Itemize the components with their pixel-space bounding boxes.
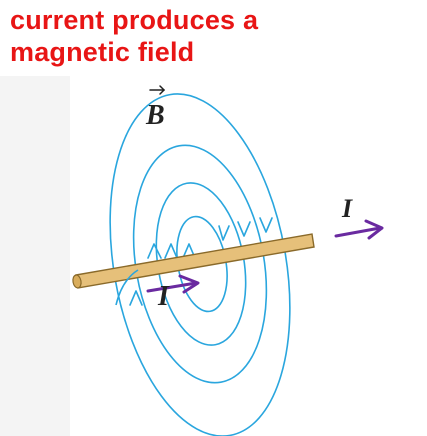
current-arrow-on-wire [146, 274, 200, 294]
field-label-B: B [145, 100, 165, 131]
field-arrowhead [182, 243, 196, 259]
right-arrow-icon [334, 219, 384, 240]
field-arrowhead [129, 290, 143, 306]
field-line-front-segment [115, 269, 139, 306]
diagram-title: current produces a magnetic field [10, 4, 258, 68]
field-arrowhead [218, 225, 230, 241]
current-label-right: I [341, 194, 353, 223]
field-arrowheads [129, 217, 273, 306]
vector-arrow-icon [149, 85, 166, 95]
field-arrowhead [259, 217, 273, 233]
current-label-right-group: I [334, 194, 384, 240]
field-label-group: B [145, 85, 166, 131]
current-wire [72, 233, 315, 289]
current-label-inline: I [157, 281, 170, 312]
field-arrowhead [237, 221, 251, 237]
title-line-1: current produces a [10, 5, 259, 35]
title-line-2: magnetic field [10, 37, 195, 67]
background-panel [0, 76, 70, 436]
field-arrowhead [147, 243, 162, 259]
field-arrowhead [164, 243, 178, 259]
wire-end-cap [72, 274, 82, 289]
